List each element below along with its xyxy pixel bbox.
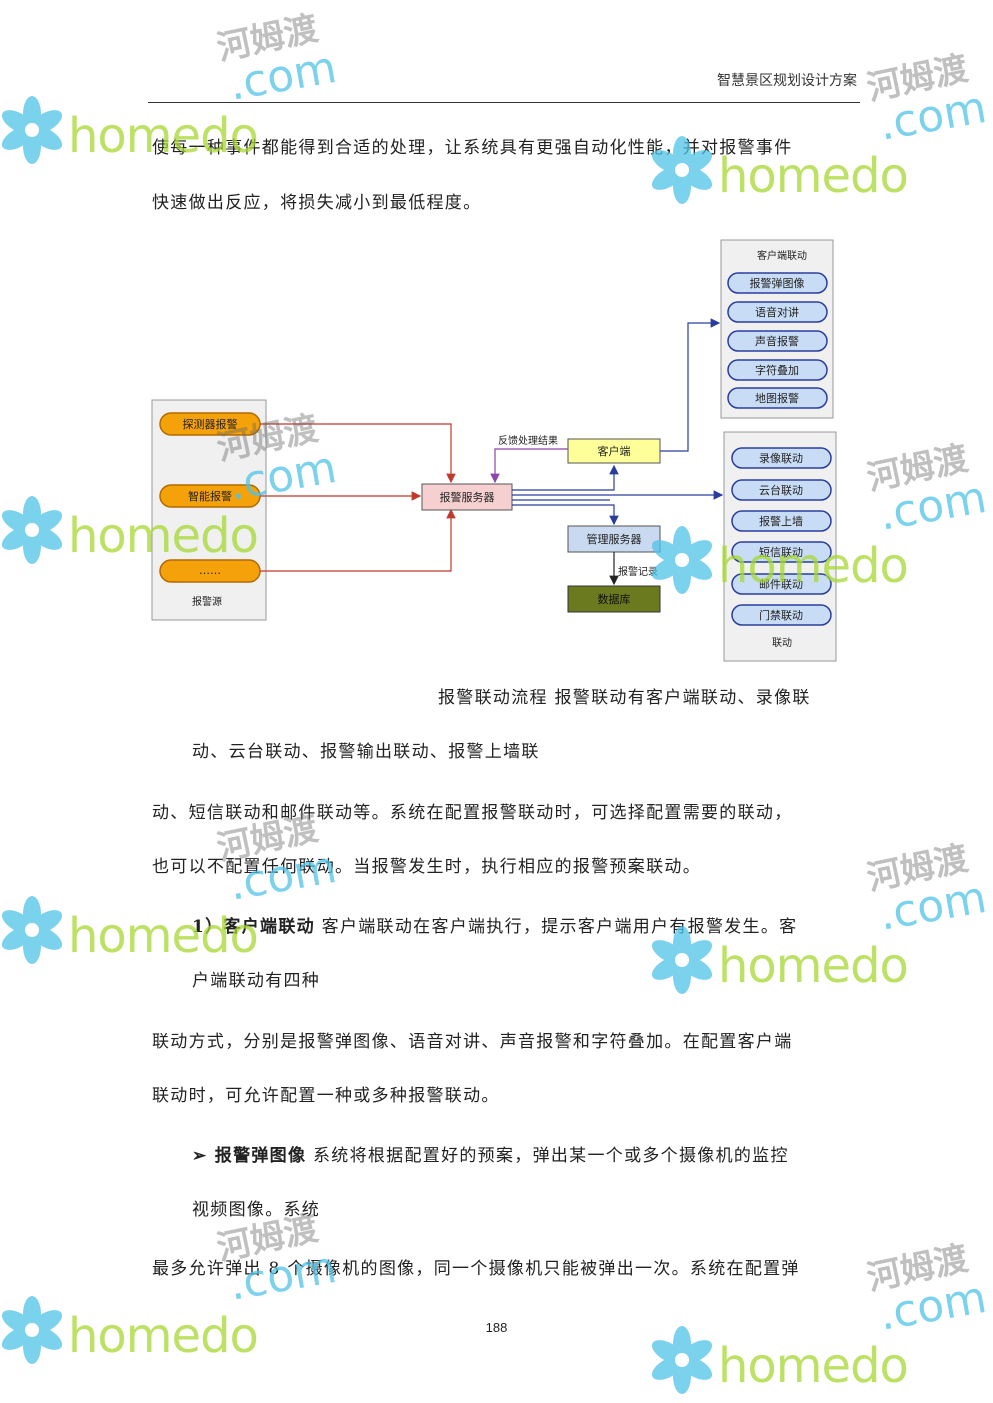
paragraph-line: 联动方式，分别是报警弹图像、语音对讲、声音报警和字符叠加。在配置客户端 bbox=[152, 1032, 793, 1052]
page-number: 188 bbox=[485, 1320, 508, 1335]
client-label: 客户端 bbox=[598, 444, 631, 458]
client-linkage-item bbox=[727, 272, 828, 294]
alarm-server-label: 报警服务器 bbox=[440, 490, 495, 504]
alarm-server-box bbox=[421, 483, 513, 511]
client-linkage-item-label: 报警弹图像 bbox=[750, 276, 805, 290]
paragraph-line: 使每一种事件都能得到合适的处理，让系统具有更强自动化性能，并对报警事件 bbox=[152, 138, 793, 158]
svg-text:.com: .com bbox=[875, 472, 990, 541]
client-linkage-item-label: 声音报警 bbox=[755, 334, 799, 348]
linkage-item-label: 云台联动 bbox=[759, 483, 803, 497]
arrow-server-to-client bbox=[512, 464, 619, 491]
linkage-item-label: 短信联动 bbox=[759, 545, 803, 559]
heading-bold: 1）客户端联动 bbox=[192, 917, 315, 937]
linkage-item-label: 门禁联动 bbox=[759, 608, 803, 622]
svg-text:homedo: homedo bbox=[718, 938, 908, 994]
paragraph-line: 动、短信联动和邮件联动等。系统在配置报警联动时，可选择配置需要的联动， bbox=[152, 803, 793, 823]
client-linkage-item bbox=[727, 359, 828, 381]
figure-caption: 报警联动流程 报警联动有客户端联动、录像联 bbox=[438, 688, 811, 708]
bullet-alarm-popup: ➢ 报警弹图像 系统将根据配置好的预案，弹出某一个或多个摄像机的监控 bbox=[192, 1141, 789, 1166]
client-linkage-item bbox=[727, 387, 828, 409]
paragraph-line: 视频图像。系统 bbox=[192, 1200, 321, 1220]
running-header: 智慧景区规划设计方案 bbox=[717, 73, 857, 89]
linkage-item bbox=[731, 573, 832, 595]
database-box bbox=[567, 585, 661, 613]
section-heading-client-linkage: 1）客户端联动 客户端联动在客户端执行，提示客户端用户有报警发生。客 bbox=[192, 912, 797, 937]
arrow-feedback bbox=[490, 448, 568, 484]
client-linkage-item-label: 语音对讲 bbox=[755, 305, 799, 319]
paragraph-line: 动、云台联动、报警输出联动、报警上墙联 bbox=[192, 742, 540, 762]
paragraph-line: 最多允许弹出 8 个摄像机的图像，同一个摄像机只能被弹出一次。系统在配置弹 bbox=[152, 1259, 800, 1279]
alarm-source-title: 报警源 bbox=[192, 595, 222, 608]
linkage-item bbox=[731, 479, 832, 501]
client-linkage-item bbox=[727, 330, 828, 352]
source-detector-label: 探测器报警 bbox=[183, 417, 238, 431]
svg-text:河姆渡: 河姆渡 bbox=[214, 8, 322, 68]
client-linkage-item-label: 字符叠加 bbox=[755, 363, 799, 377]
paragraph-line: 也可以不配置任何联动。当报警发生时，执行相应的报警预案联动。 bbox=[152, 857, 701, 877]
svg-text:.com: .com bbox=[875, 872, 990, 941]
svg-text:河姆渡: 河姆渡 bbox=[864, 1238, 972, 1298]
alarm-linkage-diagram: 探测器报警 智能报警 …… 报警源 报警服务器 客户端 反馈处理结果 客户端联动… bbox=[151, 239, 837, 662]
linkage-item bbox=[731, 541, 832, 563]
alarm-source-group bbox=[151, 399, 267, 621]
svg-text:河姆渡: 河姆渡 bbox=[864, 438, 972, 498]
source-smart-label: 智能报警 bbox=[188, 489, 232, 503]
client-linkage-item-label: 地图报警 bbox=[755, 391, 799, 405]
linkage-title: 联动 bbox=[772, 637, 792, 649]
linkage-item bbox=[731, 510, 832, 532]
arrow-server-to-mgmt bbox=[512, 504, 619, 526]
header-rule bbox=[148, 102, 860, 103]
source-more-label: …… bbox=[199, 564, 221, 577]
linkage-item-label: 报警上墙 bbox=[759, 514, 803, 528]
arrow-client-to-client-linkage bbox=[660, 318, 721, 452]
svg-text:河姆渡: 河姆渡 bbox=[864, 838, 972, 898]
database-label: 数据库 bbox=[598, 592, 631, 606]
bullet-rest: 系统将根据配置好的预案，弹出某一个或多个摄像机的监控 bbox=[306, 1146, 789, 1166]
linkage-item-label: 邮件联动 bbox=[759, 578, 803, 591]
paragraph-line: 快速做出反应，将损失减小到最低程度。 bbox=[152, 193, 482, 213]
paragraph-line: 户端联动有四种 bbox=[192, 971, 321, 991]
svg-text:.com: .com bbox=[875, 82, 990, 151]
svg-text:homedo: homedo bbox=[68, 1308, 258, 1364]
heading-rest: 客户端联动在客户端执行，提示客户端用户有报警发生。客 bbox=[314, 917, 798, 937]
svg-text:.com: .com bbox=[225, 42, 340, 111]
feedback-label: 反馈处理结果 bbox=[498, 434, 558, 447]
arrow-more-to-server bbox=[260, 508, 456, 572]
client-linkage-title: 客户端联动 bbox=[757, 249, 807, 262]
client-box bbox=[567, 438, 661, 464]
paragraph-line: 联动时，可允许配置一种或多种报警联动。 bbox=[152, 1086, 500, 1106]
mgmt-server-label: 管理服务器 bbox=[587, 532, 642, 546]
arrow-detector-to-server bbox=[260, 423, 456, 484]
linkage-item bbox=[731, 604, 832, 626]
svg-text:homedo: homedo bbox=[718, 1338, 908, 1394]
linkage-item bbox=[731, 447, 832, 469]
mgmt-server-box bbox=[567, 525, 661, 553]
client-linkage-item bbox=[727, 301, 828, 323]
svg-text:河姆渡: 河姆渡 bbox=[864, 48, 972, 108]
record-label: 报警记录 bbox=[618, 565, 658, 578]
linkage-item-label: 录像联动 bbox=[759, 452, 803, 465]
bullet-bold: ➢ 报警弹图像 bbox=[192, 1146, 307, 1166]
